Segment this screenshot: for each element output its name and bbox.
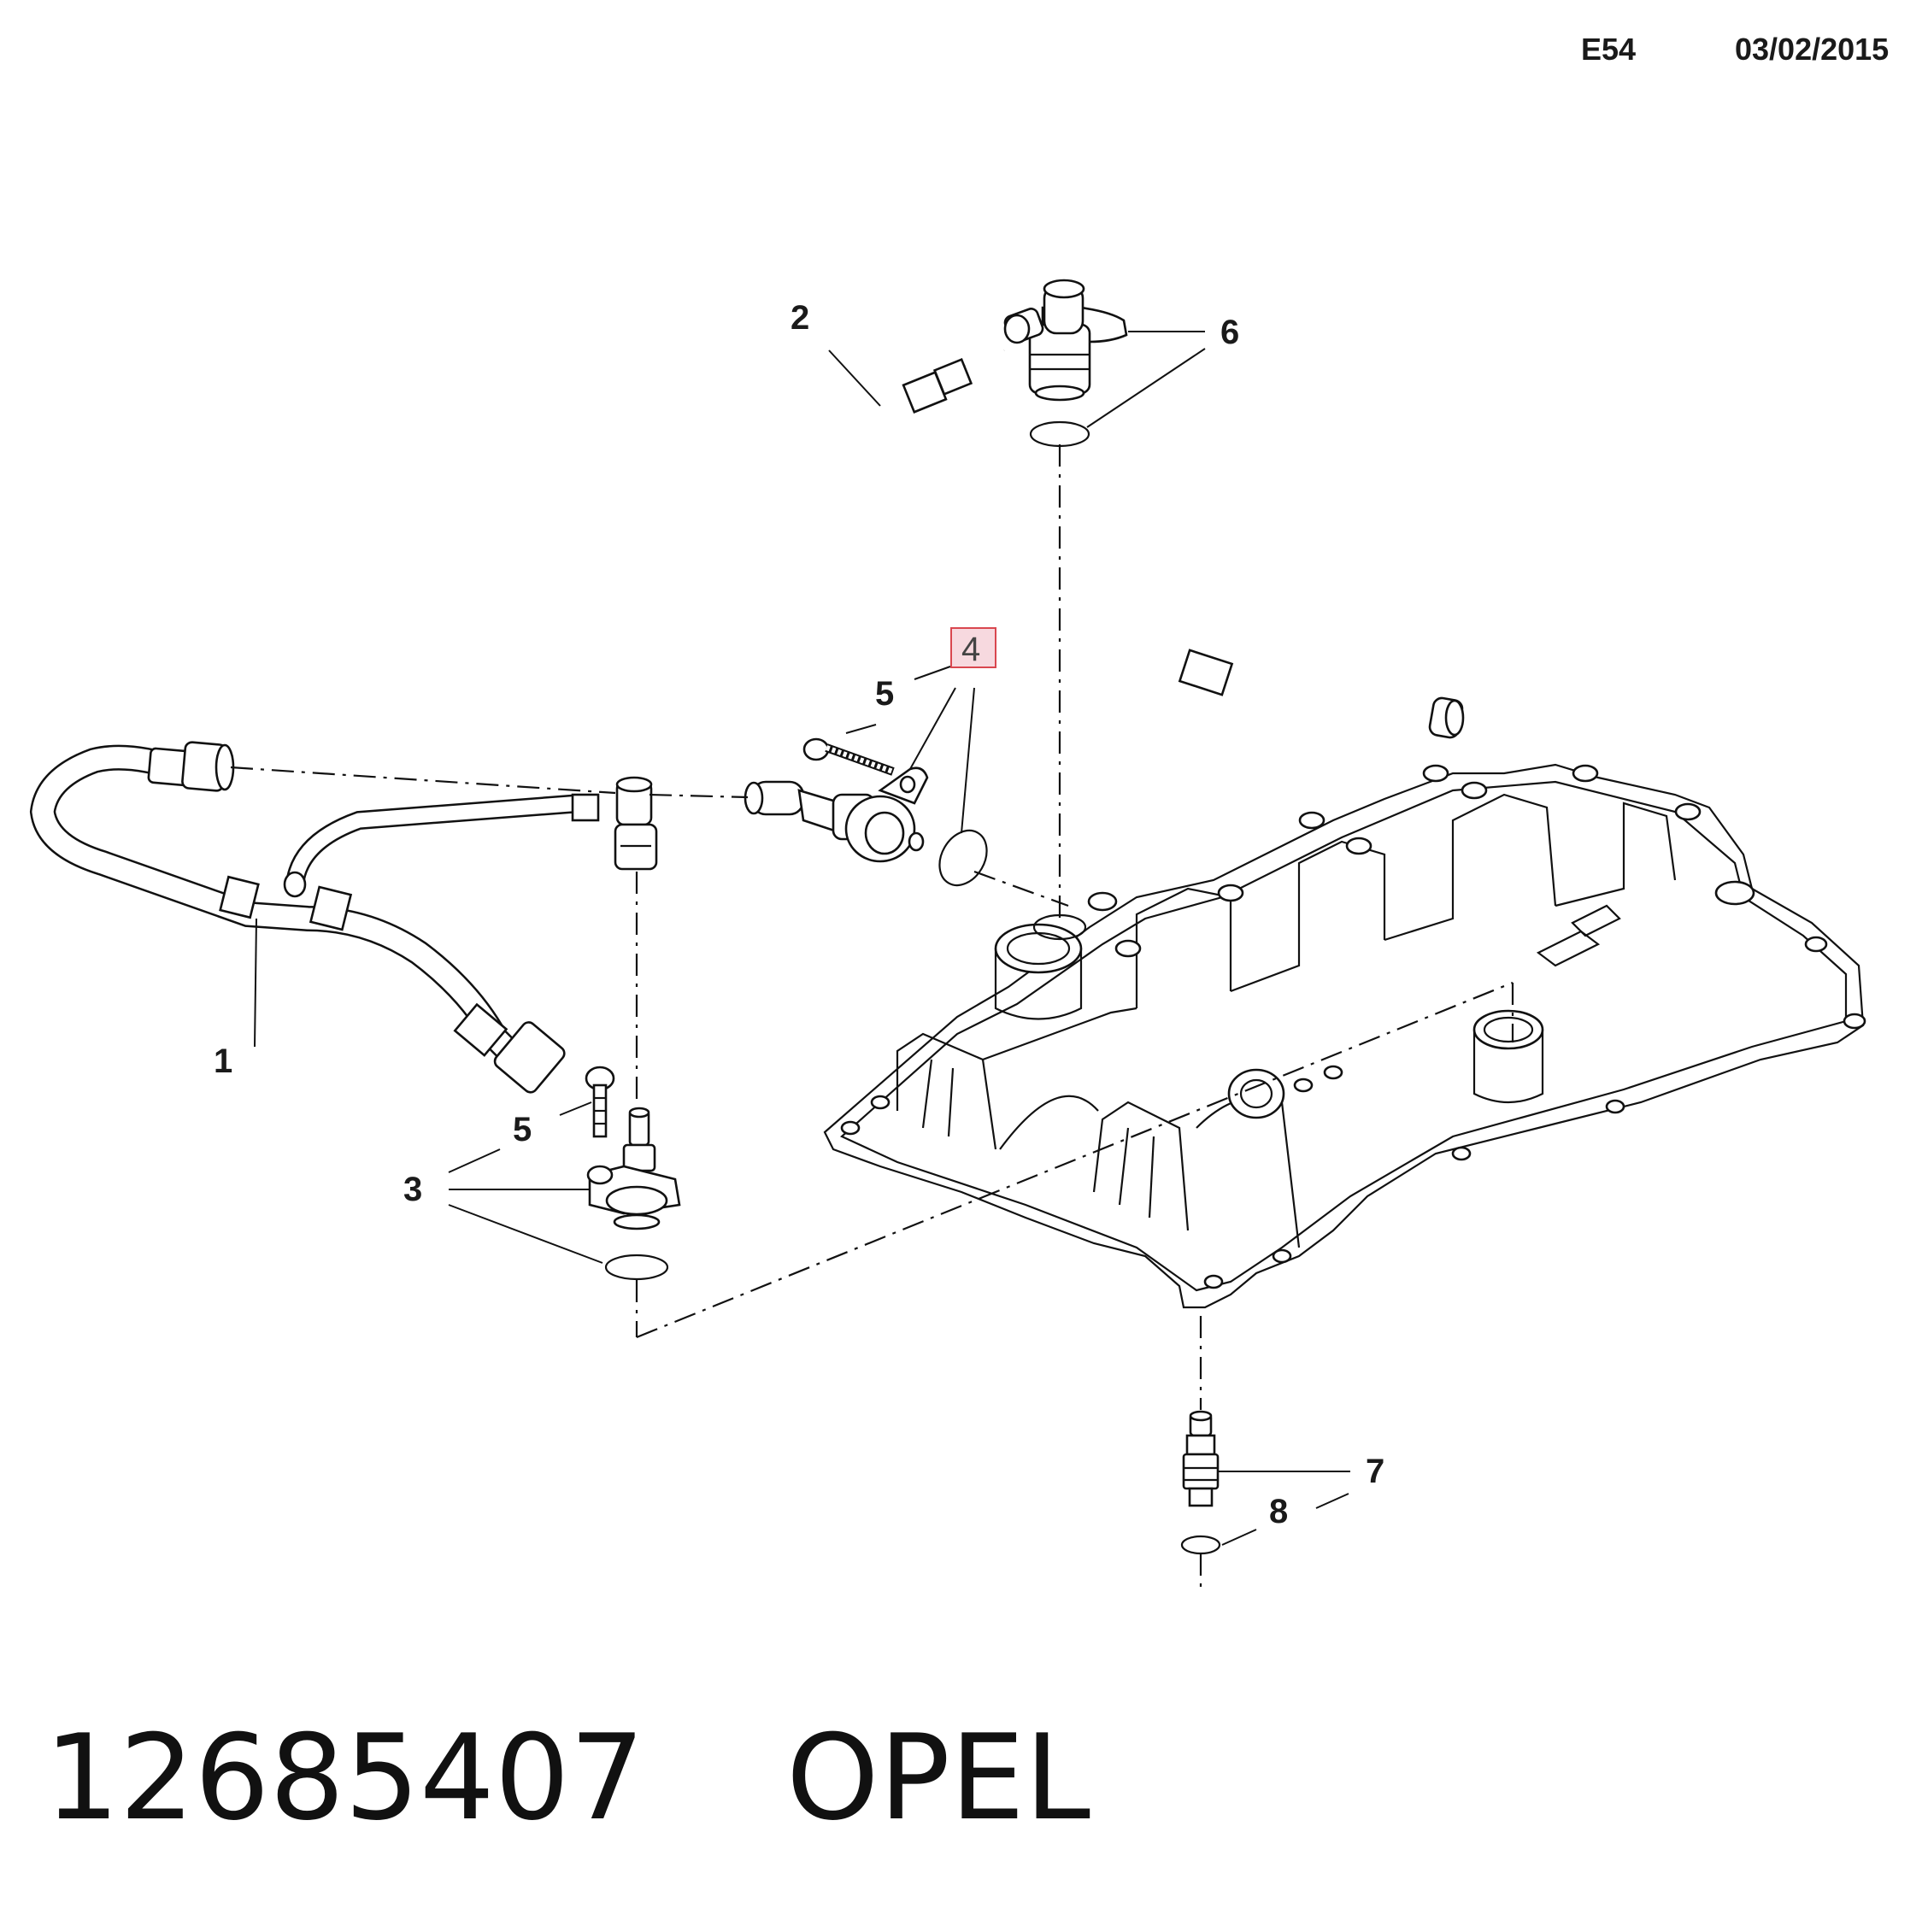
callout-4-highlight[interactable]: 4 [950,627,996,668]
cylinder-head-cover-icon [823,763,1866,1309]
assembly-lines [230,444,1514,1589]
bolt-5-icon [585,1066,615,1138]
callout-5-lower[interactable]: 5 [513,1111,532,1148]
callout-2[interactable]: 2 [791,299,809,337]
footer-brand: OPEL [786,1709,1090,1847]
o-ring-8-icon [1180,1535,1221,1555]
header-code: E54 [1581,32,1636,67]
footer-part-number: 12685407 [44,1709,644,1847]
callout-3[interactable]: 3 [403,1171,422,1208]
callout-6[interactable]: 6 [1220,314,1239,351]
bolt-5-icon [802,737,895,776]
callout-4[interactable]: 4 [961,631,980,668]
sensor-7-icon [1182,1410,1220,1507]
hose-2-icon [843,346,1465,740]
header-date: 03/02/2015 [1735,32,1889,67]
callout-7[interactable]: 7 [1366,1453,1384,1490]
callout-1[interactable]: 1 [214,1042,232,1080]
sensor-6-icon [1003,279,1128,448]
hose-harness-1-icon [29,741,658,1094]
callout-8[interactable]: 8 [1269,1493,1288,1530]
callout-5-upper[interactable]: 5 [875,675,894,713]
sensor-3-icon [586,1107,681,1281]
sensor-4-icon [744,766,988,887]
leader-lines [254,331,1350,1546]
